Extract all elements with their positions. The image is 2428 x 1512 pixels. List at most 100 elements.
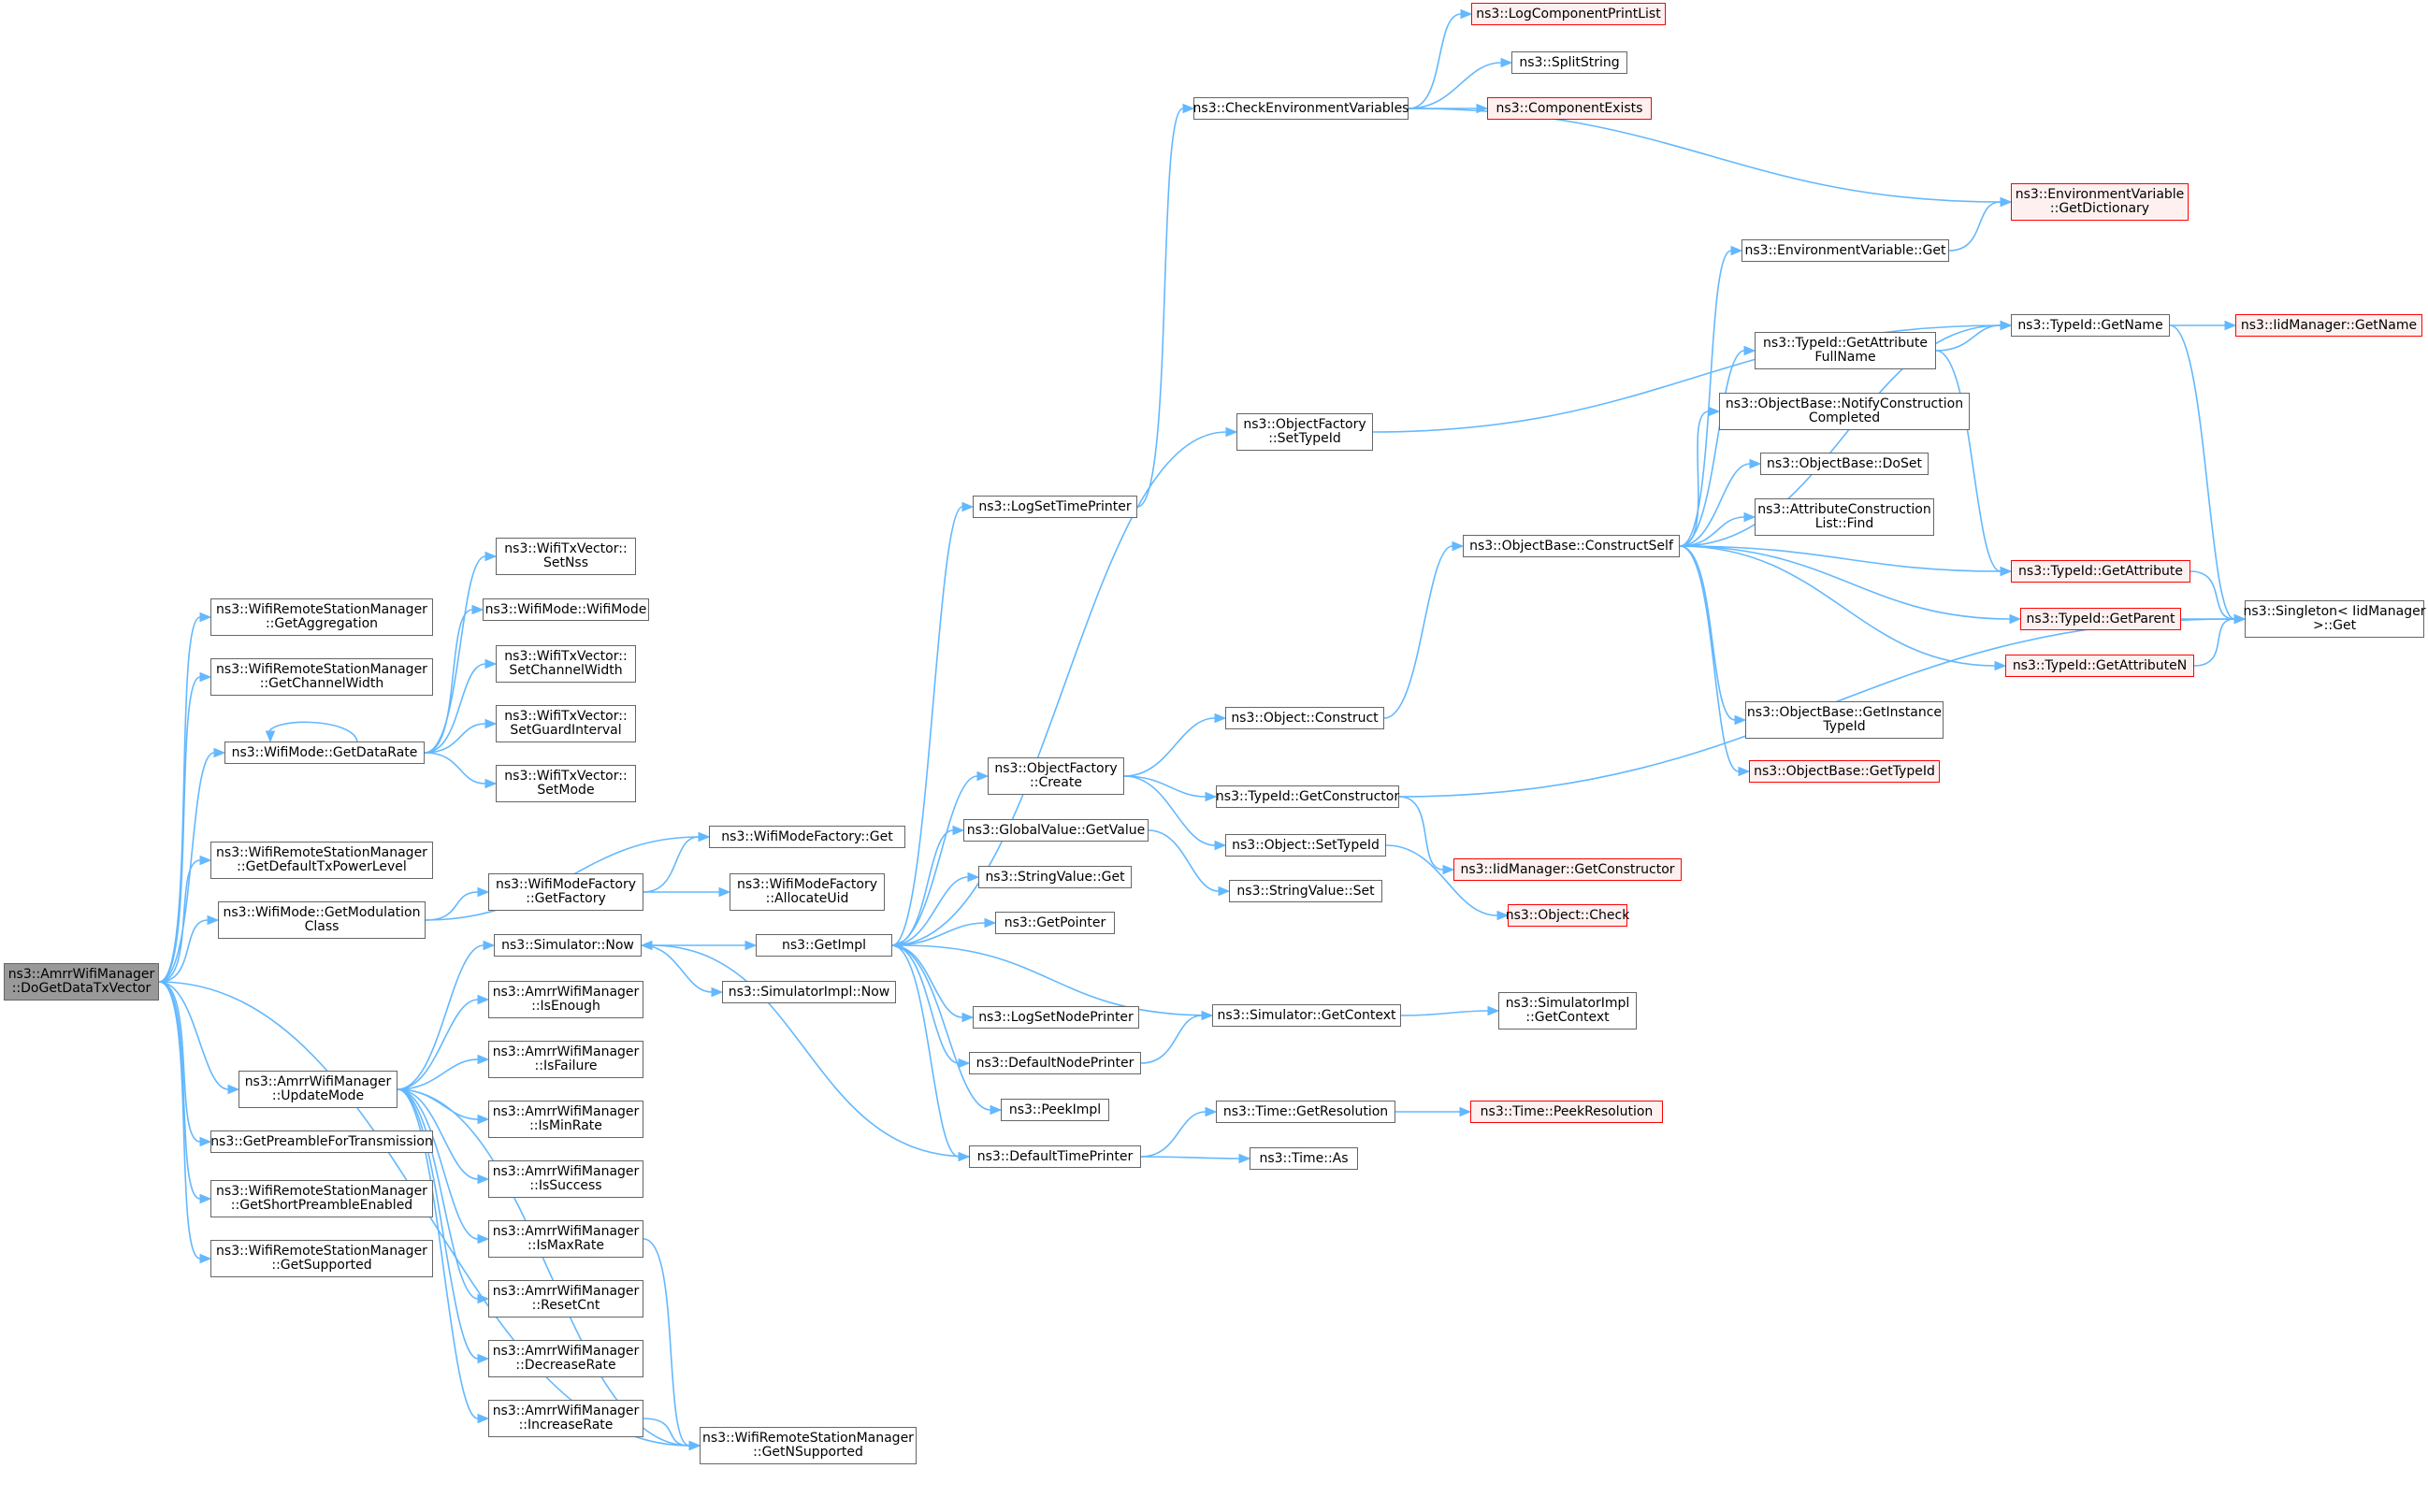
call-edge	[425, 891, 479, 921]
node-type-id-get-attribute[interactable]: ns3::TypeId::GetAttribute	[2011, 560, 2190, 583]
node-label-line: ::IsEnough	[531, 999, 600, 1014]
node-label-line: ns3::WifiModeFactory::Get	[721, 828, 893, 844]
node-singleton-get[interactable]: ns3::Singleton< IidManager >::Get	[2244, 600, 2425, 638]
node-object-check[interactable]: ns3::Object::Check	[1506, 904, 1629, 927]
node-env-var-get-dict[interactable]: ns3::EnvironmentVariable::GetDictionary	[2011, 183, 2189, 221]
node-set-nss[interactable]: ns3::WifiTxVector::SetNss	[496, 538, 636, 575]
node-is-min-rate[interactable]: ns3::AmrrWifiManager::IsMinRate	[488, 1101, 643, 1138]
node-env-var-get[interactable]: ns3::EnvironmentVariable::Get	[1742, 239, 1949, 262]
node-check-env[interactable]: ns3::CheckEnvironmentVariables	[1193, 97, 1409, 120]
node-component-exists[interactable]: ns3::ComponentExists	[1487, 97, 1652, 120]
node-label-line: ns3::AmrrWifiManager	[244, 1074, 392, 1089]
node-get-preamble[interactable]: ns3::GetPreambleForTransmission	[210, 1130, 433, 1153]
node-log-component-print-list[interactable]: ns3::LogComponentPrintList	[1471, 3, 1666, 25]
node-get-impl[interactable]: ns3::GetImpl	[756, 934, 892, 957]
edge-arrowhead	[1225, 426, 1238, 438]
edge-arrowhead	[199, 1136, 212, 1147]
edge-arrowhead	[477, 1174, 490, 1185]
node-get-channel-width[interactable]: ns3::WifiRemoteStationManager::GetChanne…	[210, 658, 433, 696]
node-label-line: ::IncreaseRate	[518, 1418, 614, 1433]
edge-arrowhead	[477, 1413, 490, 1424]
node-log-set-time-printer[interactable]: ns3::LogSetTimePrinter	[973, 496, 1137, 518]
node-get-n-supported[interactable]: ns3::WifiRemoteStationManager::GetNSuppo…	[700, 1427, 917, 1464]
node-label-line: ns3::AmrrWifiManager	[492, 1164, 640, 1179]
node-time-peek-resolution[interactable]: ns3::Time::PeekResolution	[1470, 1101, 1663, 1123]
call-edge	[424, 752, 486, 785]
node-increase-rate[interactable]: ns3::AmrrWifiManager::IncreaseRate	[488, 1400, 643, 1437]
node-get-data-rate[interactable]: ns3::WifiMode::GetDataRate	[224, 742, 425, 764]
node-string-value-set[interactable]: ns3::StringValue::Set	[1229, 880, 1382, 902]
node-obj-factory-create[interactable]: ns3::ObjectFactory::Create	[988, 757, 1124, 795]
call-edge	[424, 723, 486, 754]
node-get-supported[interactable]: ns3::WifiRemoteStationManager::GetSuppor…	[210, 1240, 433, 1277]
node-is-failure[interactable]: ns3::AmrrWifiManager::IsFailure	[488, 1041, 643, 1078]
node-object-base-construct-self[interactable]: ns3::ObjectBase::ConstructSelf	[1463, 535, 1680, 557]
node-object-base-do-set[interactable]: ns3::ObjectBase::DoSet	[1760, 453, 1929, 475]
node-object-base-get-type-id[interactable]: ns3::ObjectBase::GetTypeId	[1749, 760, 1940, 783]
node-label-line: ns3::IidManager::GetConstructor	[1460, 861, 1675, 877]
call-edge	[1140, 1015, 1203, 1064]
node-type-id-get-name[interactable]: ns3::TypeId::GetName	[2011, 314, 2170, 337]
node-sim-impl-now[interactable]: ns3::SimulatorImpl::Now	[722, 981, 896, 1003]
node-time-get-resolution[interactable]: ns3::Time::GetResolution	[1216, 1101, 1395, 1123]
node-get-aggregation[interactable]: ns3::WifiRemoteStationManager::GetAggreg…	[210, 598, 433, 636]
edge-arrowhead	[1749, 458, 1762, 469]
node-label-line: ns3::GetImpl	[781, 937, 866, 953]
node-get-factory[interactable]: ns3::WifiModeFactory::GetFactory	[488, 873, 643, 911]
node-update-mode[interactable]: ns3::AmrrWifiManager::UpdateMode	[238, 1071, 397, 1108]
node-sim-get-context[interactable]: ns3::Simulator::GetContext	[1212, 1004, 1401, 1027]
node-label-line: ns3::WifiMode::GetDataRate	[231, 744, 418, 760]
node-label-line: ns3::SimulatorImpl::Now	[728, 984, 890, 1000]
node-type-id-get-attribute-n[interactable]: ns3::TypeId::GetAttributeN	[2005, 655, 2194, 677]
node-object-construct[interactable]: ns3::Object::Construct	[1225, 707, 1384, 729]
node-set-mode[interactable]: ns3::WifiTxVector::SetMode	[496, 765, 636, 802]
node-label-line: ns3::AmrrWifiManager	[492, 1224, 640, 1239]
node-split-string[interactable]: ns3::SplitString	[1511, 51, 1627, 74]
edge-arrowhead	[1442, 864, 1455, 875]
node-sim-now[interactable]: ns3::Simulator::Now	[494, 934, 642, 957]
node-label-line: ns3::Simulator::GetContext	[1217, 1007, 1396, 1023]
node-iid-mgr-get-name[interactable]: ns3::IidManager::GetName	[2235, 314, 2422, 337]
node-reset-cnt[interactable]: ns3::AmrrWifiManager::ResetCnt	[488, 1280, 643, 1318]
node-is-max-rate[interactable]: ns3::AmrrWifiManager::IsMaxRate	[488, 1220, 643, 1258]
node-default-time-printer[interactable]: ns3::DefaultTimePrinter	[969, 1145, 1141, 1168]
node-set-guard-interval[interactable]: ns3::WifiTxVector::SetGuardInterval	[496, 705, 636, 742]
node-label-line: SetNss	[542, 555, 589, 570]
node-get-pointer[interactable]: ns3::GetPointer	[995, 912, 1115, 934]
node-global-value-get[interactable]: ns3::GlobalValue::GetValue	[963, 819, 1149, 842]
node-time-as[interactable]: ns3::Time::As	[1250, 1147, 1358, 1170]
call-edge	[1408, 62, 1502, 109]
node-is-success[interactable]: ns3::AmrrWifiManager::IsSuccess	[488, 1160, 643, 1198]
node-set-channel-width[interactable]: ns3::WifiTxVector::SetChannelWidth	[496, 645, 636, 683]
node-iid-mgr-get-ctor[interactable]: ns3::IidManager::GetConstructor	[1453, 858, 1682, 881]
node-label-line: ns3::AmrrWifiManager	[7, 967, 155, 982]
edge-arrowhead	[976, 770, 990, 782]
node-label-line: ns3::TypeId::GetParent	[2026, 611, 2175, 626]
node-label-line: ns3::WifiRemoteStationManager	[216, 602, 427, 617]
node-decrease-rate[interactable]: ns3::AmrrWifiManager::DecreaseRate	[488, 1340, 643, 1377]
node-type-id-get-ctor[interactable]: ns3::TypeId::GetConstructor	[1216, 785, 1399, 808]
node-default-node-printer[interactable]: ns3::DefaultNodePrinter	[969, 1052, 1141, 1074]
node-object-set-type-id[interactable]: ns3::Object::SetTypeId	[1225, 834, 1386, 857]
edge-arrowhead	[2000, 320, 2013, 331]
call-edge	[1136, 108, 1184, 508]
node-obj-factory-set-type-id[interactable]: ns3::ObjectFactory::SetTypeId	[1236, 413, 1373, 451]
node-allocate-uid[interactable]: ns3::WifiModeFactory::AllocateUid	[730, 873, 885, 911]
node-get-short-preamble[interactable]: ns3::WifiRemoteStationManager::GetShortP…	[210, 1180, 433, 1217]
node-factory-get[interactable]: ns3::WifiModeFactory::Get	[709, 826, 905, 848]
node-get-default-tx-power[interactable]: ns3::WifiRemoteStationManager::GetDefaul…	[210, 842, 433, 879]
node-type-id-get-parent[interactable]: ns3::TypeId::GetParent	[2020, 608, 2181, 630]
node-sim-impl-get-context[interactable]: ns3::SimulatorImpl::GetContext	[1498, 992, 1637, 1030]
node-label-line: ::IsFailure	[534, 1058, 598, 1073]
node-log-set-node-printer[interactable]: ns3::LogSetNodePrinter	[973, 1006, 1139, 1029]
node-peek-impl[interactable]: ns3::PeekImpl	[1001, 1099, 1109, 1121]
node-label-line: ns3::CheckEnvironmentVariables	[1192, 100, 1409, 116]
node-wifi-mode-ctor[interactable]: ns3::WifiMode::WifiMode	[483, 598, 649, 621]
node-string-value-get[interactable]: ns3::StringValue::Get	[978, 866, 1132, 888]
node-is-enough[interactable]: ns3::AmrrWifiManager::IsEnough	[488, 981, 643, 1018]
